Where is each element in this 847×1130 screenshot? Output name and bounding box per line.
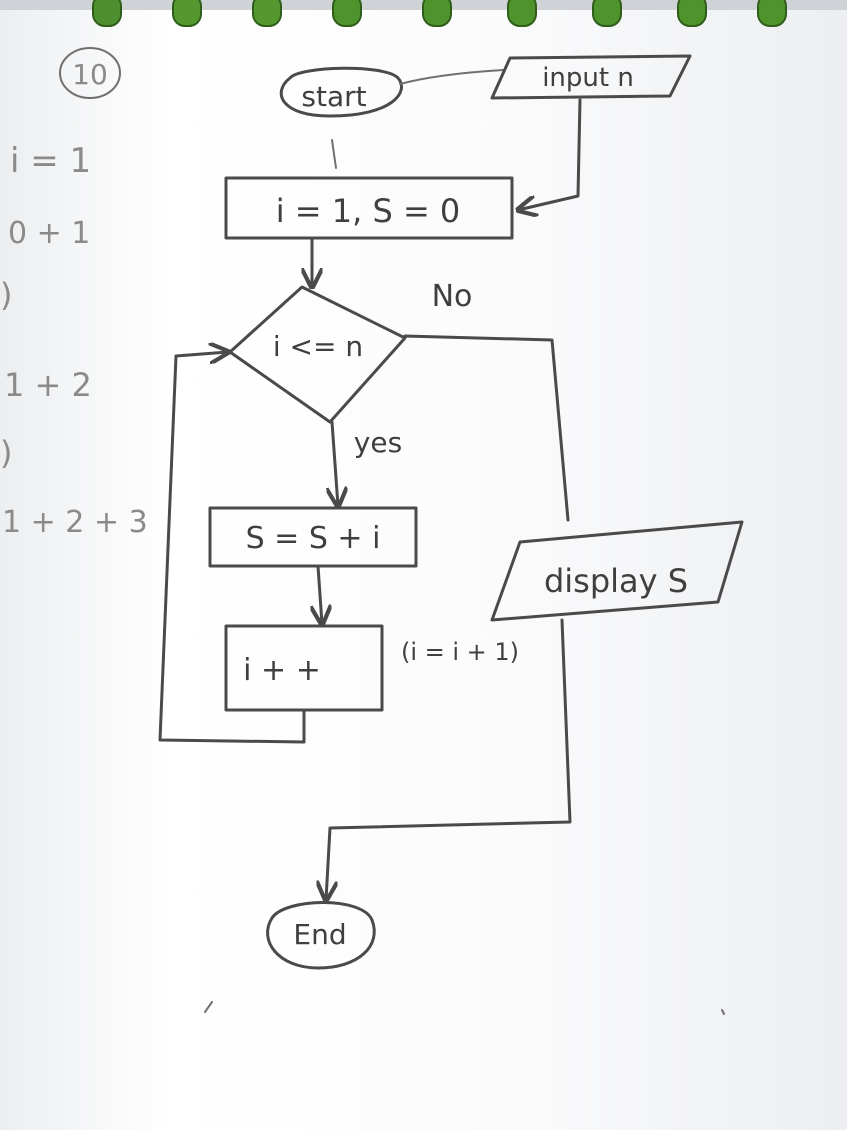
connector-start-input: [399, 69, 504, 85]
margin-note: ): [0, 276, 12, 314]
init-label: i = 1, S = 0: [276, 192, 461, 230]
input-label: input n: [542, 63, 634, 93]
pencil-mark: [204, 1001, 213, 1013]
margin-note: i = 1: [10, 141, 91, 181]
sum-label: S = S + i: [246, 521, 381, 556]
spiral-binding: [0, 0, 847, 27]
start-terminal: [279, 66, 403, 118]
output-box: [490, 520, 744, 622]
input-box: [490, 54, 692, 100]
page-number: 10: [72, 58, 108, 91]
margin-notes: i = 1 0 + 1 ) 1 + 2 ) 1 + 2 + 3: [0, 141, 148, 540]
margin-note: 1 + 2 + 3: [2, 505, 148, 540]
increment-note: (i = i + 1): [401, 638, 519, 666]
yes-label: yes: [354, 426, 402, 459]
margin-note: ): [0, 434, 12, 472]
no-label: No: [432, 279, 473, 314]
pencil-mark: [721, 1009, 725, 1015]
no-branch-line: [403, 334, 570, 522]
end-label: End: [293, 918, 346, 951]
init-box: [224, 176, 514, 240]
page-number-circle: [59, 47, 121, 99]
margin-note: 1 + 2: [4, 366, 92, 404]
end-terminal: [266, 901, 376, 970]
arrow-sum-increment: [318, 564, 322, 624]
output-label: display S: [544, 562, 688, 600]
increment-label: i + +: [243, 653, 321, 688]
sum-box: [208, 506, 418, 568]
arrow-condition-sum: [332, 420, 338, 506]
condition-diamond: [228, 285, 407, 424]
loop-back-line: [158, 352, 306, 744]
start-label: start: [301, 80, 366, 113]
arrow-output-end: [326, 618, 572, 900]
margin-note: 0 + 1: [8, 216, 90, 251]
condition-label: i <= n: [273, 330, 363, 363]
faint-arrow-start: [331, 139, 337, 169]
arrow-input-init: [518, 98, 582, 210]
